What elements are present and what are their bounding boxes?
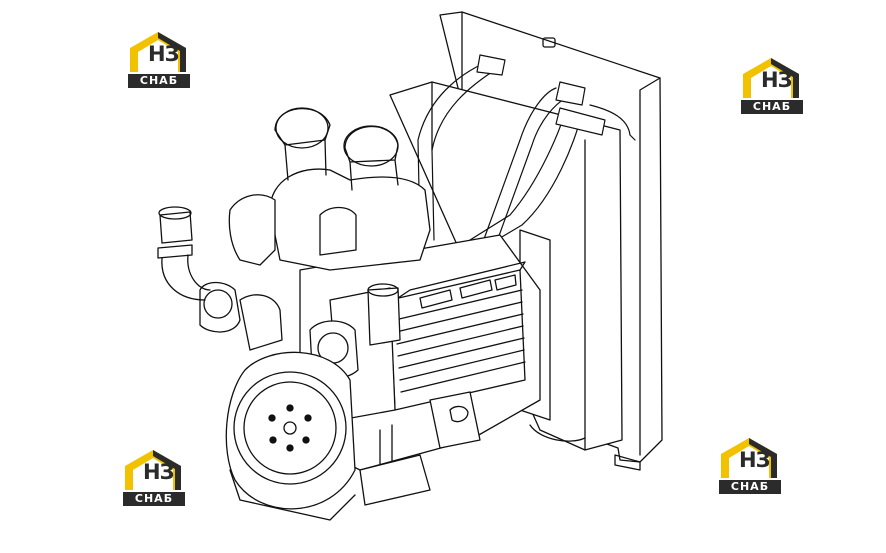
brand-word: СНАБ — [123, 492, 185, 506]
house-roof-icon — [721, 438, 777, 478]
brand-logo-top-left: НЗ СНАБ — [128, 30, 192, 92]
brand-word: СНАБ — [741, 100, 803, 114]
flywheel-housing — [225, 351, 431, 521]
brand-mark: НЗ — [739, 448, 770, 472]
turbochargers — [157, 107, 431, 379]
house-roof-icon — [125, 450, 181, 490]
brand-logo-bottom-left: НЗ СНАБ — [123, 448, 187, 510]
brand-mark: НЗ — [148, 42, 179, 66]
coolant-pipes — [417, 54, 636, 256]
house-roof-icon — [130, 32, 186, 72]
brand-mark: НЗ — [761, 68, 792, 92]
brand-mark: НЗ — [143, 460, 174, 484]
house-roof-icon — [743, 58, 799, 98]
brand-word: СНАБ — [719, 480, 781, 494]
brand-word: СНАБ — [128, 74, 190, 88]
brand-logo-bottom-right: НЗ СНАБ — [719, 436, 783, 498]
engine-block — [299, 234, 541, 501]
brand-logo-top-right: НЗ СНАБ — [741, 56, 805, 118]
